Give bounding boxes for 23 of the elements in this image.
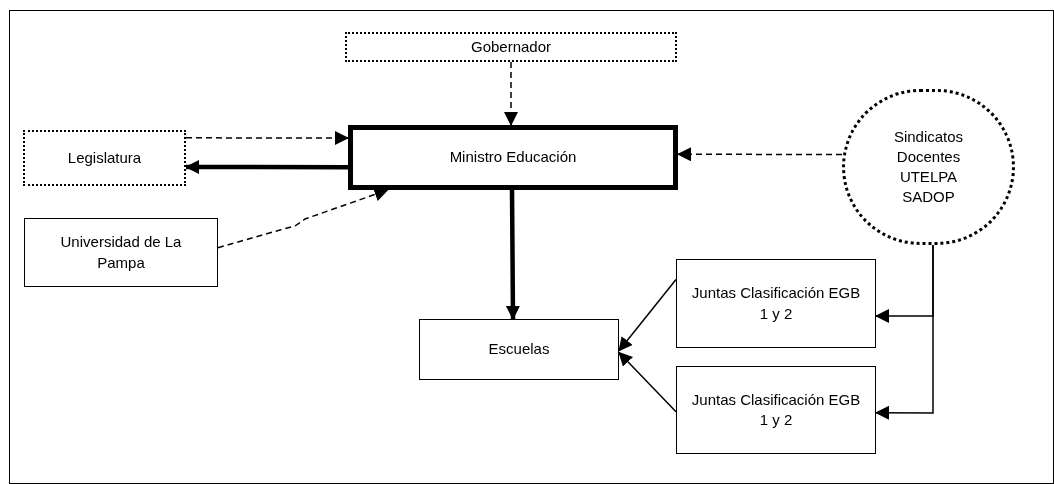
node-box: [348, 125, 678, 190]
node-label: Gobernador: [470, 36, 552, 57]
arrow: [618, 278, 677, 352]
arrow: [185, 131, 349, 145]
arrow: [677, 147, 843, 162]
node-box: [419, 319, 619, 380]
arrow: [185, 160, 348, 174]
node-label: Escuelas: [488, 339, 550, 360]
arrow: [875, 244, 934, 420]
node-label: Juntas Clasificación EGB 1 y 2: [691, 283, 861, 324]
node-label: Ministro Educación: [449, 147, 577, 168]
arrow: [505, 190, 520, 320]
node-box: [345, 32, 677, 62]
node-label: Juntas Clasificación EGB 1 y 2: [691, 389, 861, 430]
node-label: Legislatura: [67, 147, 142, 168]
node-box: [24, 218, 218, 287]
node-box: [676, 259, 876, 348]
node-box: [676, 366, 876, 454]
arrow: [618, 351, 677, 413]
arrow: [504, 61, 518, 126]
node-label: Sindicatos Docentes UTELPA SADOP: [892, 126, 965, 208]
node-box: [23, 130, 186, 186]
node-label: Universidad de La Pampa: [59, 232, 183, 273]
